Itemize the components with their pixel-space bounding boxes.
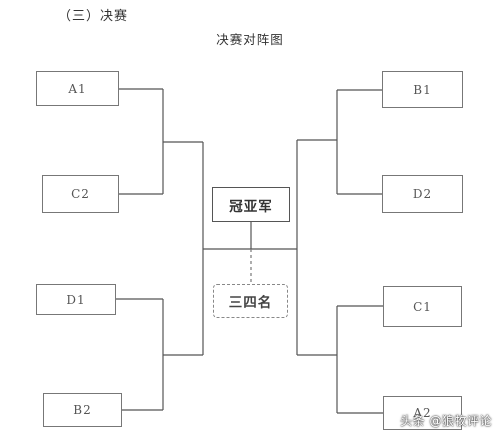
watermark: 头条 @狼牧评论 xyxy=(400,414,492,428)
team-box-c1: C1 xyxy=(383,286,462,327)
team-box-a1: A1 xyxy=(36,71,119,106)
team-box-a2: A2 xyxy=(383,396,462,430)
team-box-b1: B1 xyxy=(382,71,463,108)
diagram-title: 决赛对阵图 xyxy=(216,32,284,47)
team-box-b2: B2 xyxy=(43,393,122,427)
team-box-c2: C2 xyxy=(42,175,119,213)
team-box-d2: D2 xyxy=(382,175,463,213)
section-heading: （三）决赛 xyxy=(58,9,129,24)
team-box-d1: D1 xyxy=(36,284,116,315)
champion-box: 冠亚军 xyxy=(212,187,290,222)
third-place-box: 三四名 xyxy=(213,284,288,318)
